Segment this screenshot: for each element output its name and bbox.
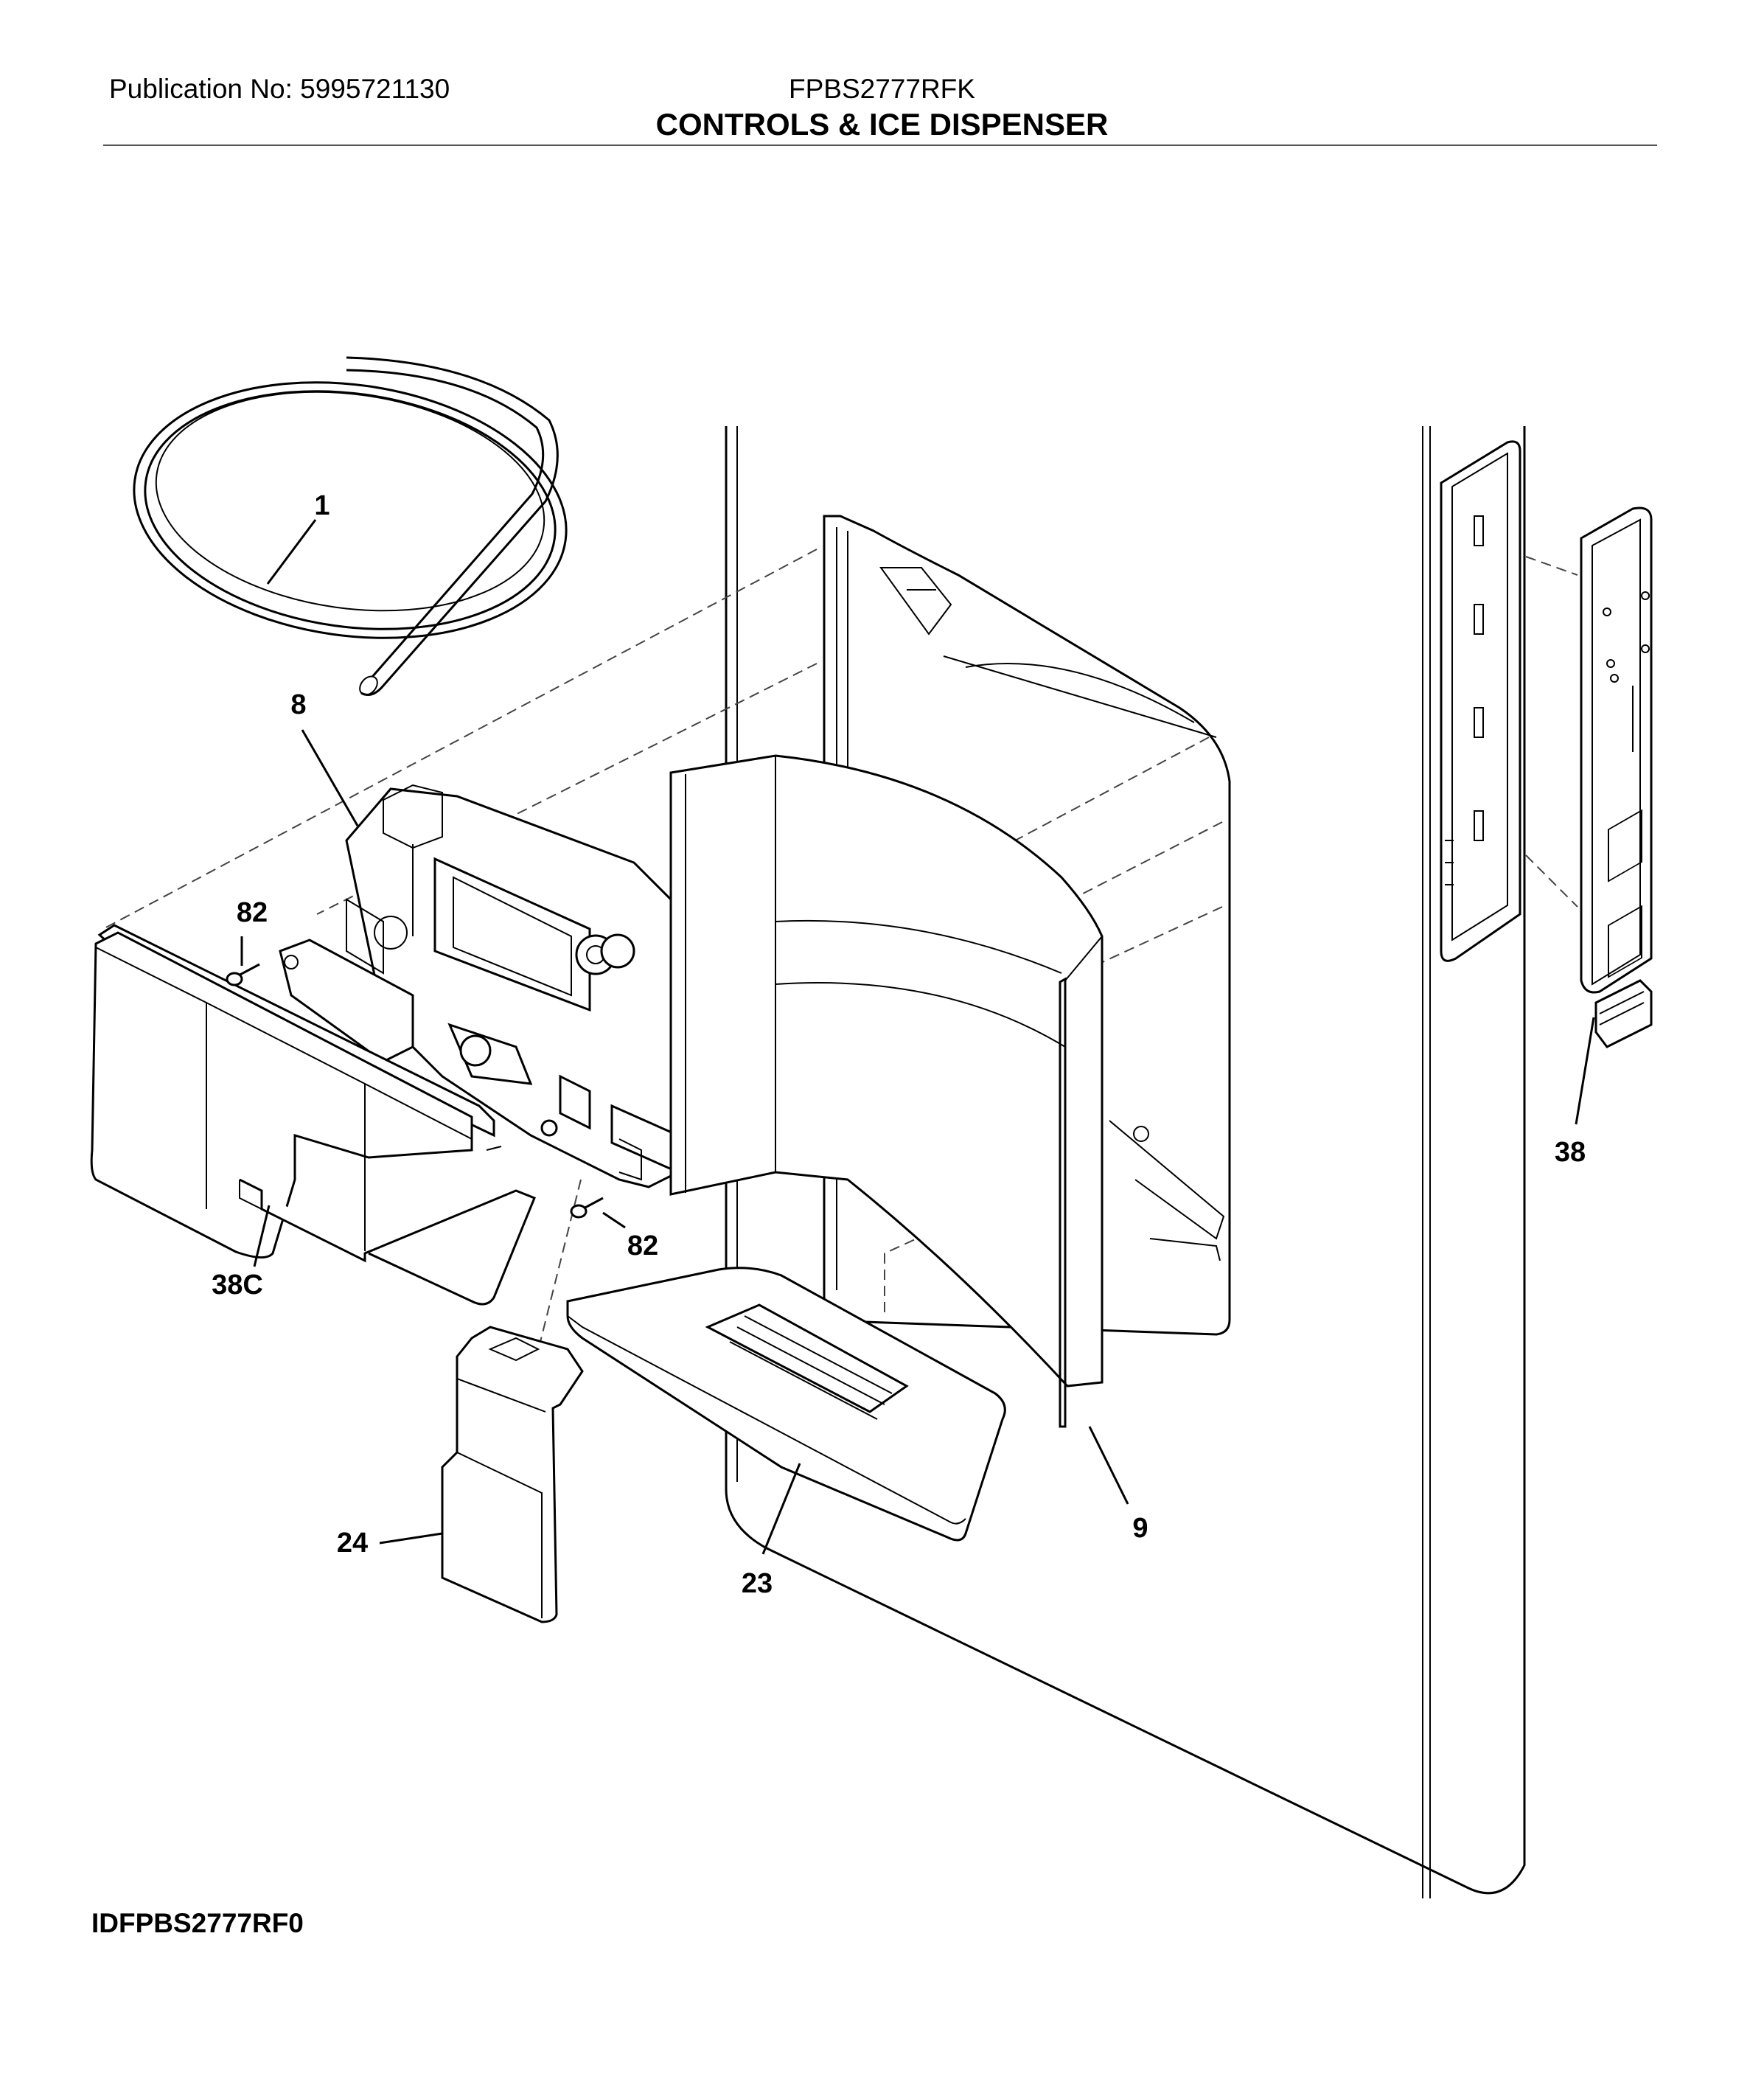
part-24-ice-chute-door — [441, 1326, 584, 1623]
callout-labels: 1 8 82 82 38C 24 23 9 38 — [212, 490, 1586, 1599]
part-38-user-interface-board — [1580, 506, 1653, 1048]
callout-9: 9 — [1132, 1513, 1148, 1544]
callout-82-upper: 82 — [237, 897, 268, 928]
publication-number: Publication No: 5995721130 — [109, 74, 450, 104]
diagram-id: IDFPBS2777RF0 — [91, 1908, 304, 1938]
callout-leaders — [240, 519, 1595, 1555]
callout-38c: 38C — [212, 1270, 263, 1301]
part-82-screw-lower — [570, 1197, 604, 1219]
header-divider — [103, 145, 1657, 146]
part-1-water-tubing — [133, 356, 568, 696]
callout-38: 38 — [1555, 1137, 1586, 1168]
model-number: FPBS2777RFK — [789, 74, 975, 104]
part-9-chute-cover — [669, 754, 1104, 1428]
callout-82-lower: 82 — [627, 1230, 658, 1261]
part-82-screw-upper — [226, 963, 260, 986]
part-38c-control-bezel — [90, 924, 536, 1306]
callout-23: 23 — [742, 1568, 773, 1599]
callout-24: 24 — [337, 1528, 368, 1559]
diagram-title: CONTROLS & ICE DISPENSER — [655, 107, 1109, 142]
control-panel-recess — [1440, 440, 1521, 962]
callout-1: 1 — [314, 490, 330, 521]
part-23-drip-tray — [566, 1267, 1006, 1542]
callout-8: 8 — [290, 689, 306, 720]
